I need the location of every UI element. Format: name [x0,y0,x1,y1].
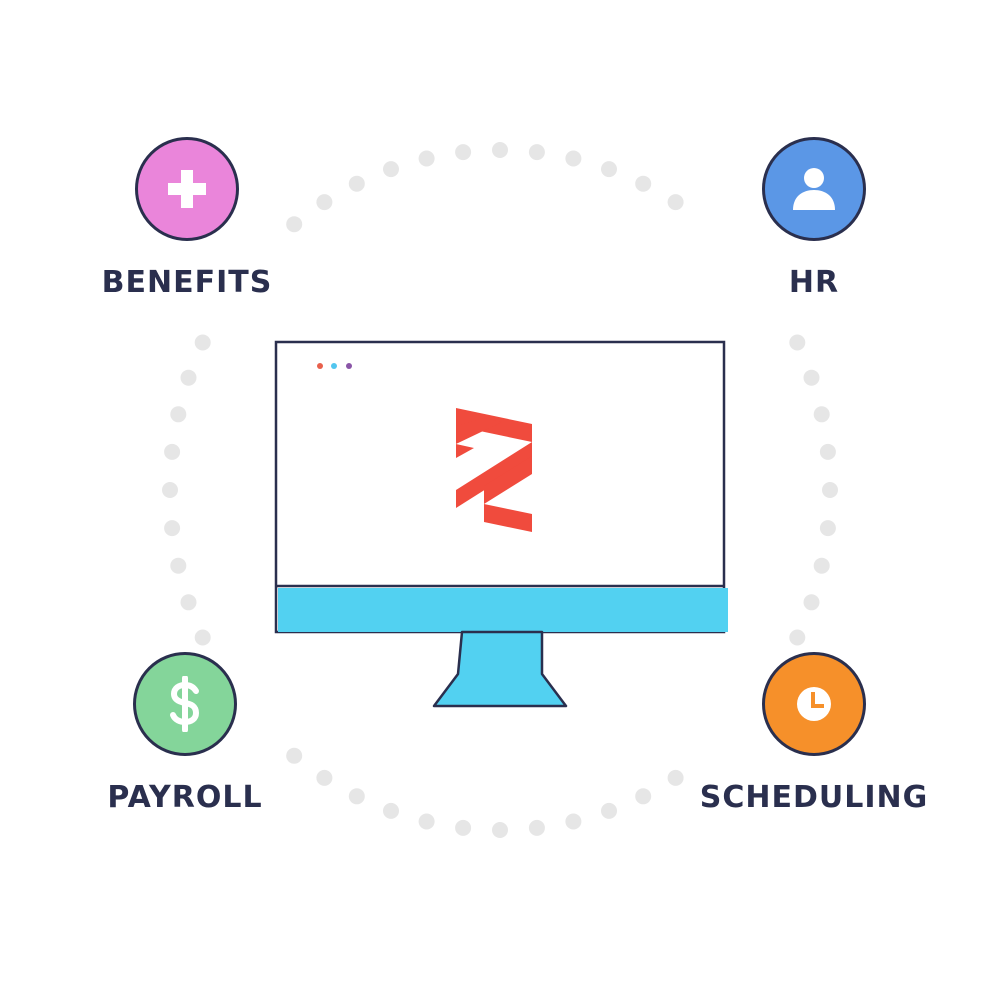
person-icon [793,168,835,210]
feature-benefits: BENEFITS [67,137,307,300]
ring-dot [418,813,435,830]
ring-dot [170,406,187,423]
ring-dot [316,194,333,211]
ring-dot [316,769,333,786]
ring-dot [286,216,303,233]
ring-dot [162,482,178,498]
ring-dot [383,802,399,819]
ring-dot [194,629,211,646]
ring-dot [170,557,187,574]
scheduling-label: SCHEDULING [699,780,929,815]
hr-badge [762,137,866,241]
feature-hr: HR [694,137,934,300]
window-dot-purple [346,363,352,369]
ring-dot [819,443,836,460]
payroll-badge [133,652,237,756]
ring-dot [383,161,399,178]
ring-dot [164,443,181,460]
ring-dot [565,813,582,830]
ring-dot [492,822,508,838]
ring-dot [635,788,652,805]
dollar-icon [170,676,200,732]
plus-icon [168,170,206,208]
ring-dot [164,520,181,537]
ring-dot [789,629,806,646]
scheduling-badge [762,652,866,756]
ring-dot [418,150,435,167]
ring-dot [667,194,684,211]
ring-dot [813,557,830,574]
window-dot-red [317,363,323,369]
payroll-label: PAYROLL [107,780,263,815]
ring-dot [565,150,582,167]
ring-dot [819,520,836,537]
ring-dot [286,747,303,764]
hr-label: HR [788,265,840,300]
ring-dot [635,175,652,192]
ring-dot [822,482,838,498]
ring-dot [455,819,472,836]
monitor [274,340,728,708]
ring-dot [813,406,830,423]
ring-dot [180,594,197,611]
window-dots [317,363,352,369]
ring-dot [528,819,545,836]
ring-dot [667,769,684,786]
benefits-badge [135,137,239,241]
window-dot-blue [331,363,337,369]
ring-dot [803,594,820,611]
zenefits-logo [456,408,532,532]
ring-dot [194,334,211,351]
ring-dot [601,161,617,178]
feature-scheduling: SCHEDULING [694,652,934,815]
ring-dot [348,788,365,805]
feature-payroll: PAYROLL [65,652,305,815]
ring-dot [803,369,820,386]
benefits-label: BENEFITS [101,265,273,300]
clock-icon [797,687,831,721]
ring-dot [601,802,617,819]
ring-dot [528,144,545,161]
ring-dot [789,334,806,351]
ring-dot [455,144,472,161]
ring-dot [348,175,365,192]
ring-dot [492,142,508,158]
ring-dot [180,369,197,386]
monitor-bezel [278,588,728,632]
monitor-stand [432,630,568,708]
